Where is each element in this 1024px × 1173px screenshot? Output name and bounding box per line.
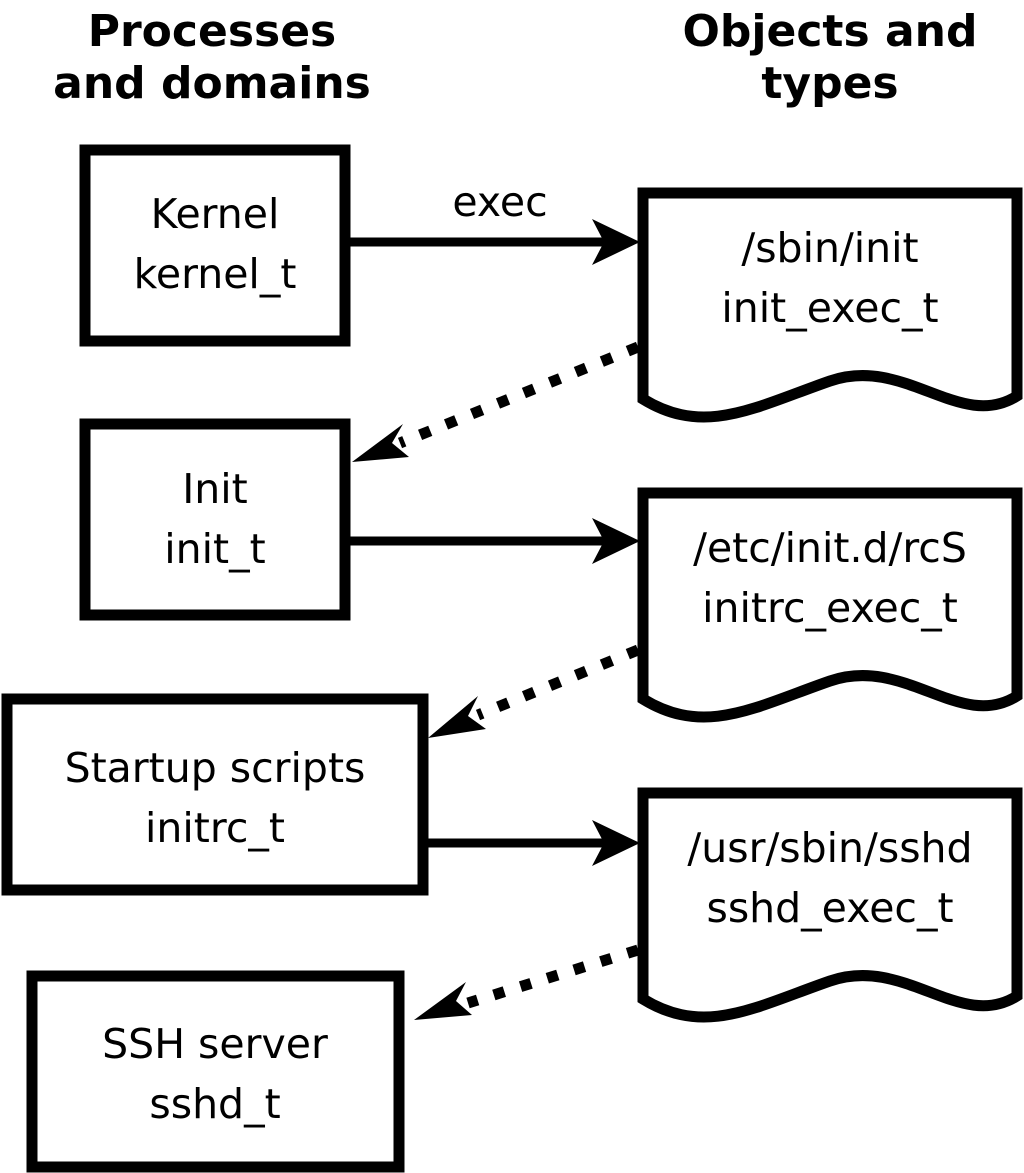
- node-ssh-server-line1: SSH server: [102, 1020, 328, 1068]
- node-box[interactable]: [79, 418, 351, 621]
- edge-init-to-initrc-exec: [350, 518, 640, 564]
- node-etc-initd-rcs-line1: /etc/init.d/rcS: [693, 524, 967, 572]
- header-right-line1: Objects and: [683, 6, 978, 57]
- header-left-line1: Processes: [88, 6, 337, 57]
- edge-line: [397, 341, 641, 449]
- node-usr-sbin-sshd-line2: sshd_exec_t: [706, 884, 953, 932]
- node-ssh-server[interactable]: SSH server sshd_t: [26, 970, 405, 1173]
- node-etc-initd-rcs[interactable]: /etc/init.d/rcS initrc_exec_t: [637, 487, 1023, 723]
- header-left-line2: and domains: [53, 58, 371, 109]
- node-usr-sbin-sshd[interactable]: /usr/sbin/sshd sshd_exec_t: [637, 787, 1023, 1023]
- node-box[interactable]: [26, 970, 405, 1173]
- node-document-shape[interactable]: [637, 787, 1023, 1023]
- arrow-head-icon: [592, 820, 640, 866]
- header-right-line2: types: [761, 58, 898, 109]
- arrow-head-icon: [352, 424, 409, 462]
- node-kernel-line1: Kernel: [151, 190, 280, 238]
- node-init-line2: init_t: [164, 525, 265, 573]
- node-kernel-line2: kernel_t: [134, 250, 297, 298]
- node-init[interactable]: Init init_t: [79, 418, 351, 621]
- edge-initrc-to-sshd-exec: [428, 820, 640, 866]
- edge-initrc-exec-to-initrc: [428, 644, 641, 738]
- column-header-processes: Processes and domains: [53, 6, 371, 109]
- node-document-shape[interactable]: [637, 487, 1023, 723]
- column-header-objects: Objects and types: [683, 6, 978, 109]
- edge-line: [475, 644, 641, 721]
- arrow-head-icon: [592, 518, 640, 564]
- edge-sshd-exec-to-sshd: [414, 944, 640, 1020]
- node-box[interactable]: [79, 144, 351, 347]
- node-startup-scripts[interactable]: Startup scripts initrc_t: [1, 693, 429, 896]
- arrow-head-icon: [428, 696, 486, 738]
- edge-line: [466, 944, 640, 1009]
- edge-label-exec: exec: [452, 178, 547, 226]
- arrow-head-icon: [592, 219, 640, 265]
- node-ssh-server-line2: sshd_t: [149, 1080, 280, 1128]
- arrow-head-icon: [414, 982, 472, 1020]
- node-startup-scripts-line1: Startup scripts: [65, 744, 366, 792]
- node-init-line1: Init: [182, 465, 248, 513]
- edge-init-exec-to-init: [352, 341, 641, 462]
- edge-kernel-to-init-exec: exec: [350, 178, 640, 265]
- node-document-shape[interactable]: [637, 187, 1023, 423]
- node-box[interactable]: [1, 693, 429, 896]
- node-etc-initd-rcs-line2: initrc_exec_t: [702, 584, 958, 632]
- node-sbin-init-line2: init_exec_t: [721, 284, 938, 332]
- node-usr-sbin-sshd-line1: /usr/sbin/sshd: [687, 824, 972, 872]
- node-kernel[interactable]: Kernel kernel_t: [79, 144, 351, 347]
- node-startup-scripts-line2: initrc_t: [145, 804, 285, 852]
- node-sbin-init[interactable]: /sbin/init init_exec_t: [637, 187, 1023, 423]
- node-sbin-init-line1: /sbin/init: [741, 224, 918, 272]
